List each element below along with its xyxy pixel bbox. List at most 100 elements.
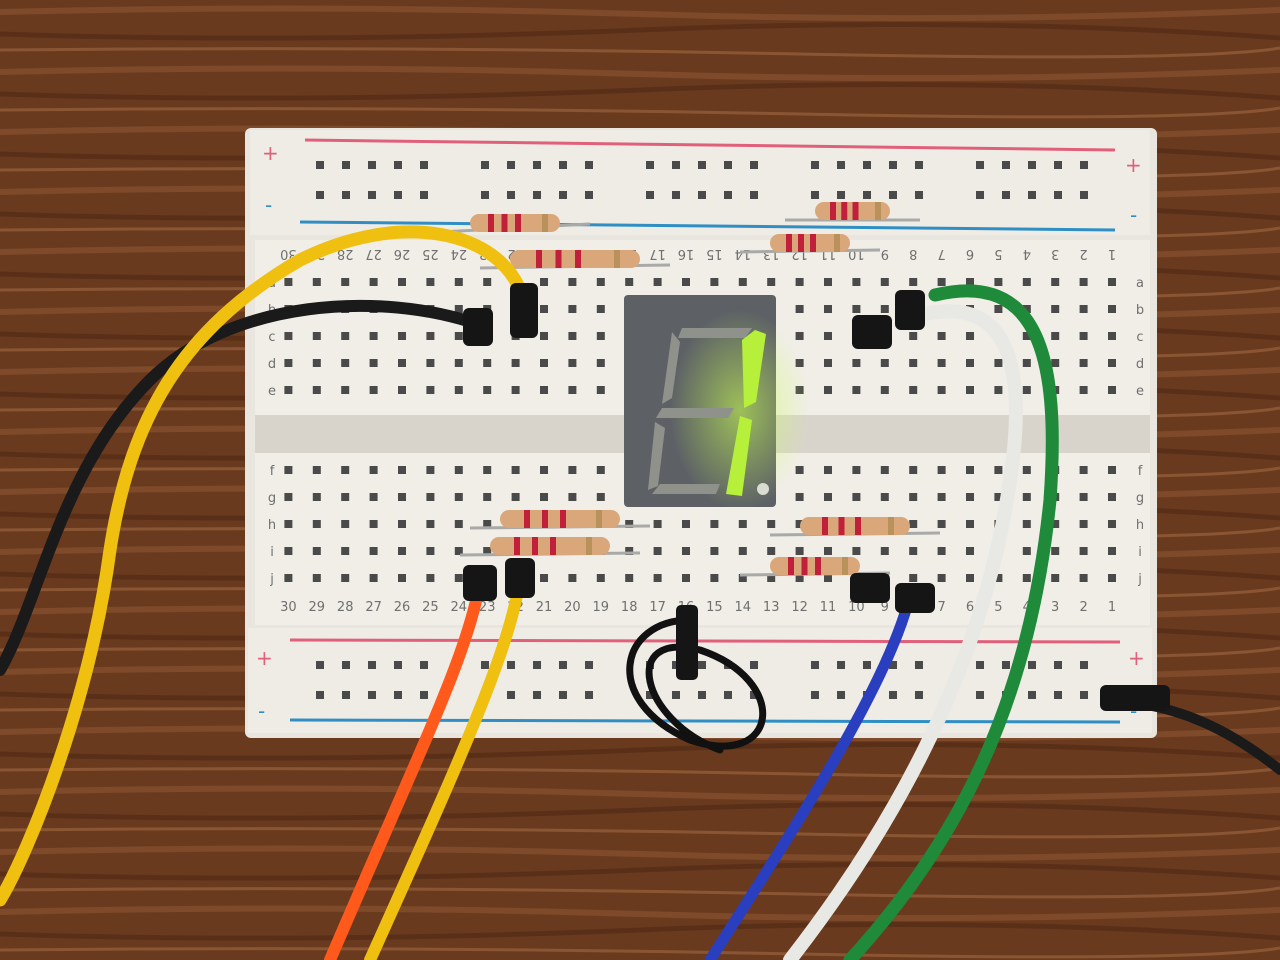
- hole: [994, 278, 1003, 286]
- hole: [1022, 278, 1031, 286]
- rail-hole: [837, 161, 845, 169]
- hole: [284, 332, 293, 340]
- column-number: 27: [365, 600, 382, 615]
- hole: [540, 386, 548, 394]
- rail-hole: [420, 191, 428, 199]
- hole: [454, 332, 463, 340]
- hole: [483, 359, 492, 367]
- rail-hole: [1054, 691, 1062, 699]
- rail-hole: [889, 161, 897, 169]
- resistor: [785, 202, 920, 222]
- hole: [767, 278, 776, 286]
- hole: [540, 466, 548, 474]
- hole: [284, 547, 293, 555]
- rail-hole: [1054, 661, 1062, 669]
- hole: [284, 359, 293, 367]
- row-letter: e: [268, 384, 276, 399]
- rail-hole: [368, 191, 376, 199]
- hole: [824, 466, 832, 474]
- rail-hole: [976, 161, 984, 169]
- rail-hole: [863, 191, 871, 199]
- rail-hole: [533, 191, 541, 199]
- hole: [312, 547, 321, 555]
- column-number: 4: [1023, 246, 1031, 261]
- hole: [540, 278, 548, 286]
- hole: [738, 574, 747, 582]
- hole: [454, 359, 463, 367]
- hole: [937, 493, 946, 501]
- hole: [767, 547, 776, 555]
- hole: [937, 547, 946, 555]
- hole: [994, 574, 1003, 582]
- row-letter: d: [1136, 357, 1144, 372]
- wire-connector: [1100, 685, 1170, 711]
- column-number: 2: [1079, 246, 1087, 261]
- green-wire: [843, 284, 1059, 960]
- hole: [483, 466, 492, 474]
- hole: [1022, 386, 1031, 394]
- hole: [1022, 359, 1031, 367]
- segment-d-off: [652, 484, 720, 494]
- hole: [738, 547, 747, 555]
- rail-hole: [342, 191, 350, 199]
- hole: [852, 305, 861, 313]
- rail-hole: [559, 191, 567, 199]
- hole: [682, 520, 690, 528]
- hole: [1079, 466, 1088, 474]
- hole: [1051, 547, 1060, 555]
- hole: [795, 574, 804, 582]
- hole: [909, 493, 918, 501]
- wire-connector: [463, 308, 493, 346]
- hole: [1079, 359, 1088, 367]
- rail-hole: [1080, 661, 1088, 669]
- rail-plus-sign: +: [1128, 646, 1145, 670]
- hole: [284, 278, 293, 286]
- rail-hole: [316, 191, 324, 199]
- hole: [852, 278, 861, 286]
- hole: [426, 574, 435, 582]
- row-letter: h: [268, 518, 276, 533]
- hole: [852, 466, 861, 474]
- hole: [824, 574, 832, 582]
- hole: [880, 547, 889, 555]
- wire-connector: [895, 290, 925, 330]
- hole: [369, 574, 378, 582]
- hole: [369, 466, 378, 474]
- hole: [1051, 359, 1060, 367]
- hole: [710, 574, 719, 582]
- hole: [880, 466, 889, 474]
- column-number: 12: [791, 600, 808, 615]
- rail-hole: [672, 691, 680, 699]
- hole: [398, 386, 406, 394]
- column-number: 14: [735, 600, 752, 615]
- rail-hole: [420, 661, 428, 669]
- rail-plus-sign: +: [262, 141, 279, 165]
- hole: [1022, 493, 1031, 501]
- rail-hole: [698, 661, 706, 669]
- hole: [767, 520, 776, 528]
- hole: [483, 520, 492, 528]
- hole: [966, 466, 974, 474]
- seven-segment-display: 1: [624, 295, 810, 510]
- yellow-wire-bottom: [364, 572, 526, 960]
- hole: [909, 547, 918, 555]
- hole: [341, 359, 350, 367]
- wire-connector: [510, 283, 538, 338]
- hole: [1108, 386, 1116, 394]
- hole: [852, 547, 861, 555]
- hole: [1022, 466, 1031, 474]
- rail-hole: [889, 691, 897, 699]
- hole: [1051, 305, 1060, 313]
- hole: [341, 466, 350, 474]
- hole: [1108, 574, 1116, 582]
- hole: [596, 386, 605, 394]
- hole: [994, 386, 1003, 394]
- hole: [1079, 332, 1088, 340]
- rail-hole: [698, 691, 706, 699]
- hole: [312, 493, 321, 501]
- hole: [852, 359, 861, 367]
- hole: [454, 305, 463, 313]
- resistor: [739, 557, 891, 577]
- hole: [369, 547, 378, 555]
- hole: [596, 278, 605, 286]
